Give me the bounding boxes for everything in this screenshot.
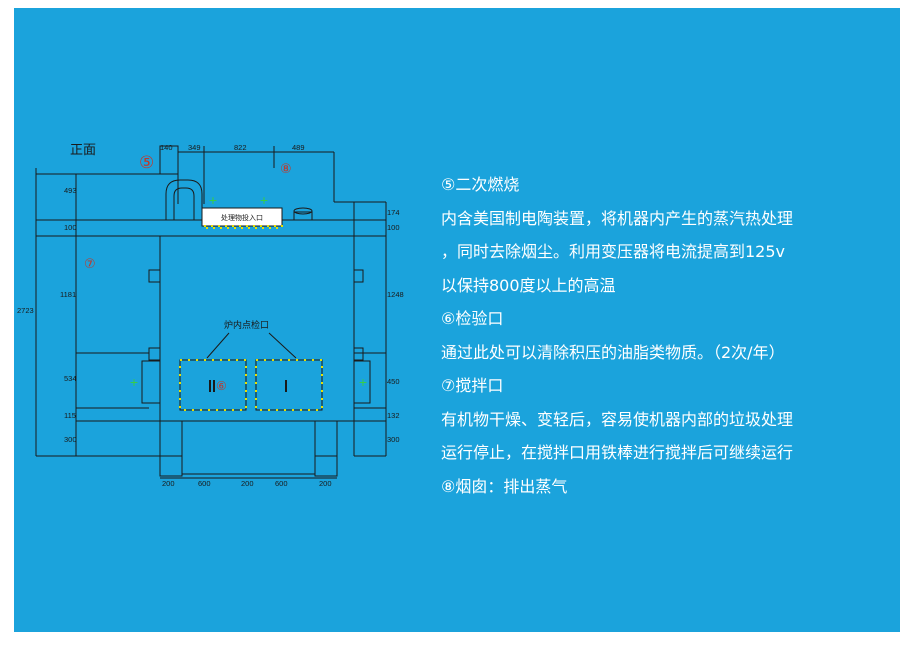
machine-diagram: 处理物投入口 + + + + 正面 ⑤ ⑧ ⑦ ⑥ 炉内点检口 140 349 …: [17, 143, 404, 488]
marker-7: ⑦: [84, 257, 96, 272]
dim-overall: 2723: [17, 306, 34, 315]
plus-icon: +: [358, 376, 367, 389]
heading-stirring-port: ⑦搅拌口: [441, 376, 504, 395]
dim-right: 1248: [387, 290, 404, 299]
dim-bottom: 600: [198, 479, 211, 488]
heading-chimney: ⑧烟囱：排出蒸气: [441, 476, 568, 496]
marker-8: ⑧: [280, 162, 292, 177]
description-line: 内含美国制电陶装置，将机器内产生的蒸汽热处理: [441, 208, 794, 228]
dim-left: 100: [64, 223, 77, 232]
dim-top: 822: [234, 143, 247, 152]
description-line: 有机物干燥、变轻后，容易使机器内部的垃圾处理: [441, 409, 794, 429]
dim-right: 100: [387, 223, 400, 232]
inspection-door-right: [255, 359, 323, 411]
plus-icon: +: [208, 194, 217, 207]
dim-top: 140: [160, 143, 173, 152]
dim-left: 300: [64, 435, 77, 444]
dim-top: 489: [292, 143, 305, 152]
dim-right: 300: [387, 435, 400, 444]
dim-left: 115: [64, 411, 76, 420]
description-line: 通过此处可以清除积压的油脂类物质。（2次/年）: [441, 342, 785, 362]
dim-right: 174: [387, 208, 400, 217]
dim-top: 349: [188, 143, 201, 152]
entry-box: [201, 207, 283, 227]
heading-secondary-combustion: ⑤二次燃烧: [441, 175, 520, 194]
description-line: 以保持800度以上的高温: [441, 275, 616, 295]
dim-bottom: 200: [162, 479, 175, 488]
entry-box-label: 处理物投入口: [221, 213, 263, 222]
dim-left: 534: [64, 374, 77, 383]
plus-icon: +: [129, 376, 138, 389]
heading-inspection-port: ⑥检验口: [441, 309, 504, 328]
dim-left: 1181: [60, 290, 76, 299]
dim-bottom: 600: [275, 479, 288, 488]
marker-5: ⑤: [139, 153, 154, 173]
dim-right: 132: [387, 411, 400, 420]
front-label: 正面: [70, 143, 96, 158]
dim-bottom: 200: [319, 479, 332, 488]
blue-panel: 处理物投入口 + + + + 正面 ⑤ ⑧ ⑦ ⑥ 炉内点检口 140 349 …: [14, 8, 900, 632]
dim-bottom: 200: [241, 479, 254, 488]
plus-icon: +: [259, 194, 268, 207]
description-text: ⑤二次燃烧 内含美国制电陶装置，将机器内产生的蒸汽热处理 ，同时去除烟尘。利用变…: [441, 168, 861, 503]
dim-left: 493: [64, 186, 77, 195]
dim-right: 450: [387, 377, 400, 386]
marker-6: ⑥: [216, 379, 227, 393]
description-line: ，同时去除烟尘。利用变压器将电流提高到125v: [441, 242, 786, 261]
description-line: 运行停止，在搅拌口用铁棒进行搅拌后可继续运行: [441, 443, 794, 462]
inspection-label: 炉内点检口: [224, 319, 269, 331]
